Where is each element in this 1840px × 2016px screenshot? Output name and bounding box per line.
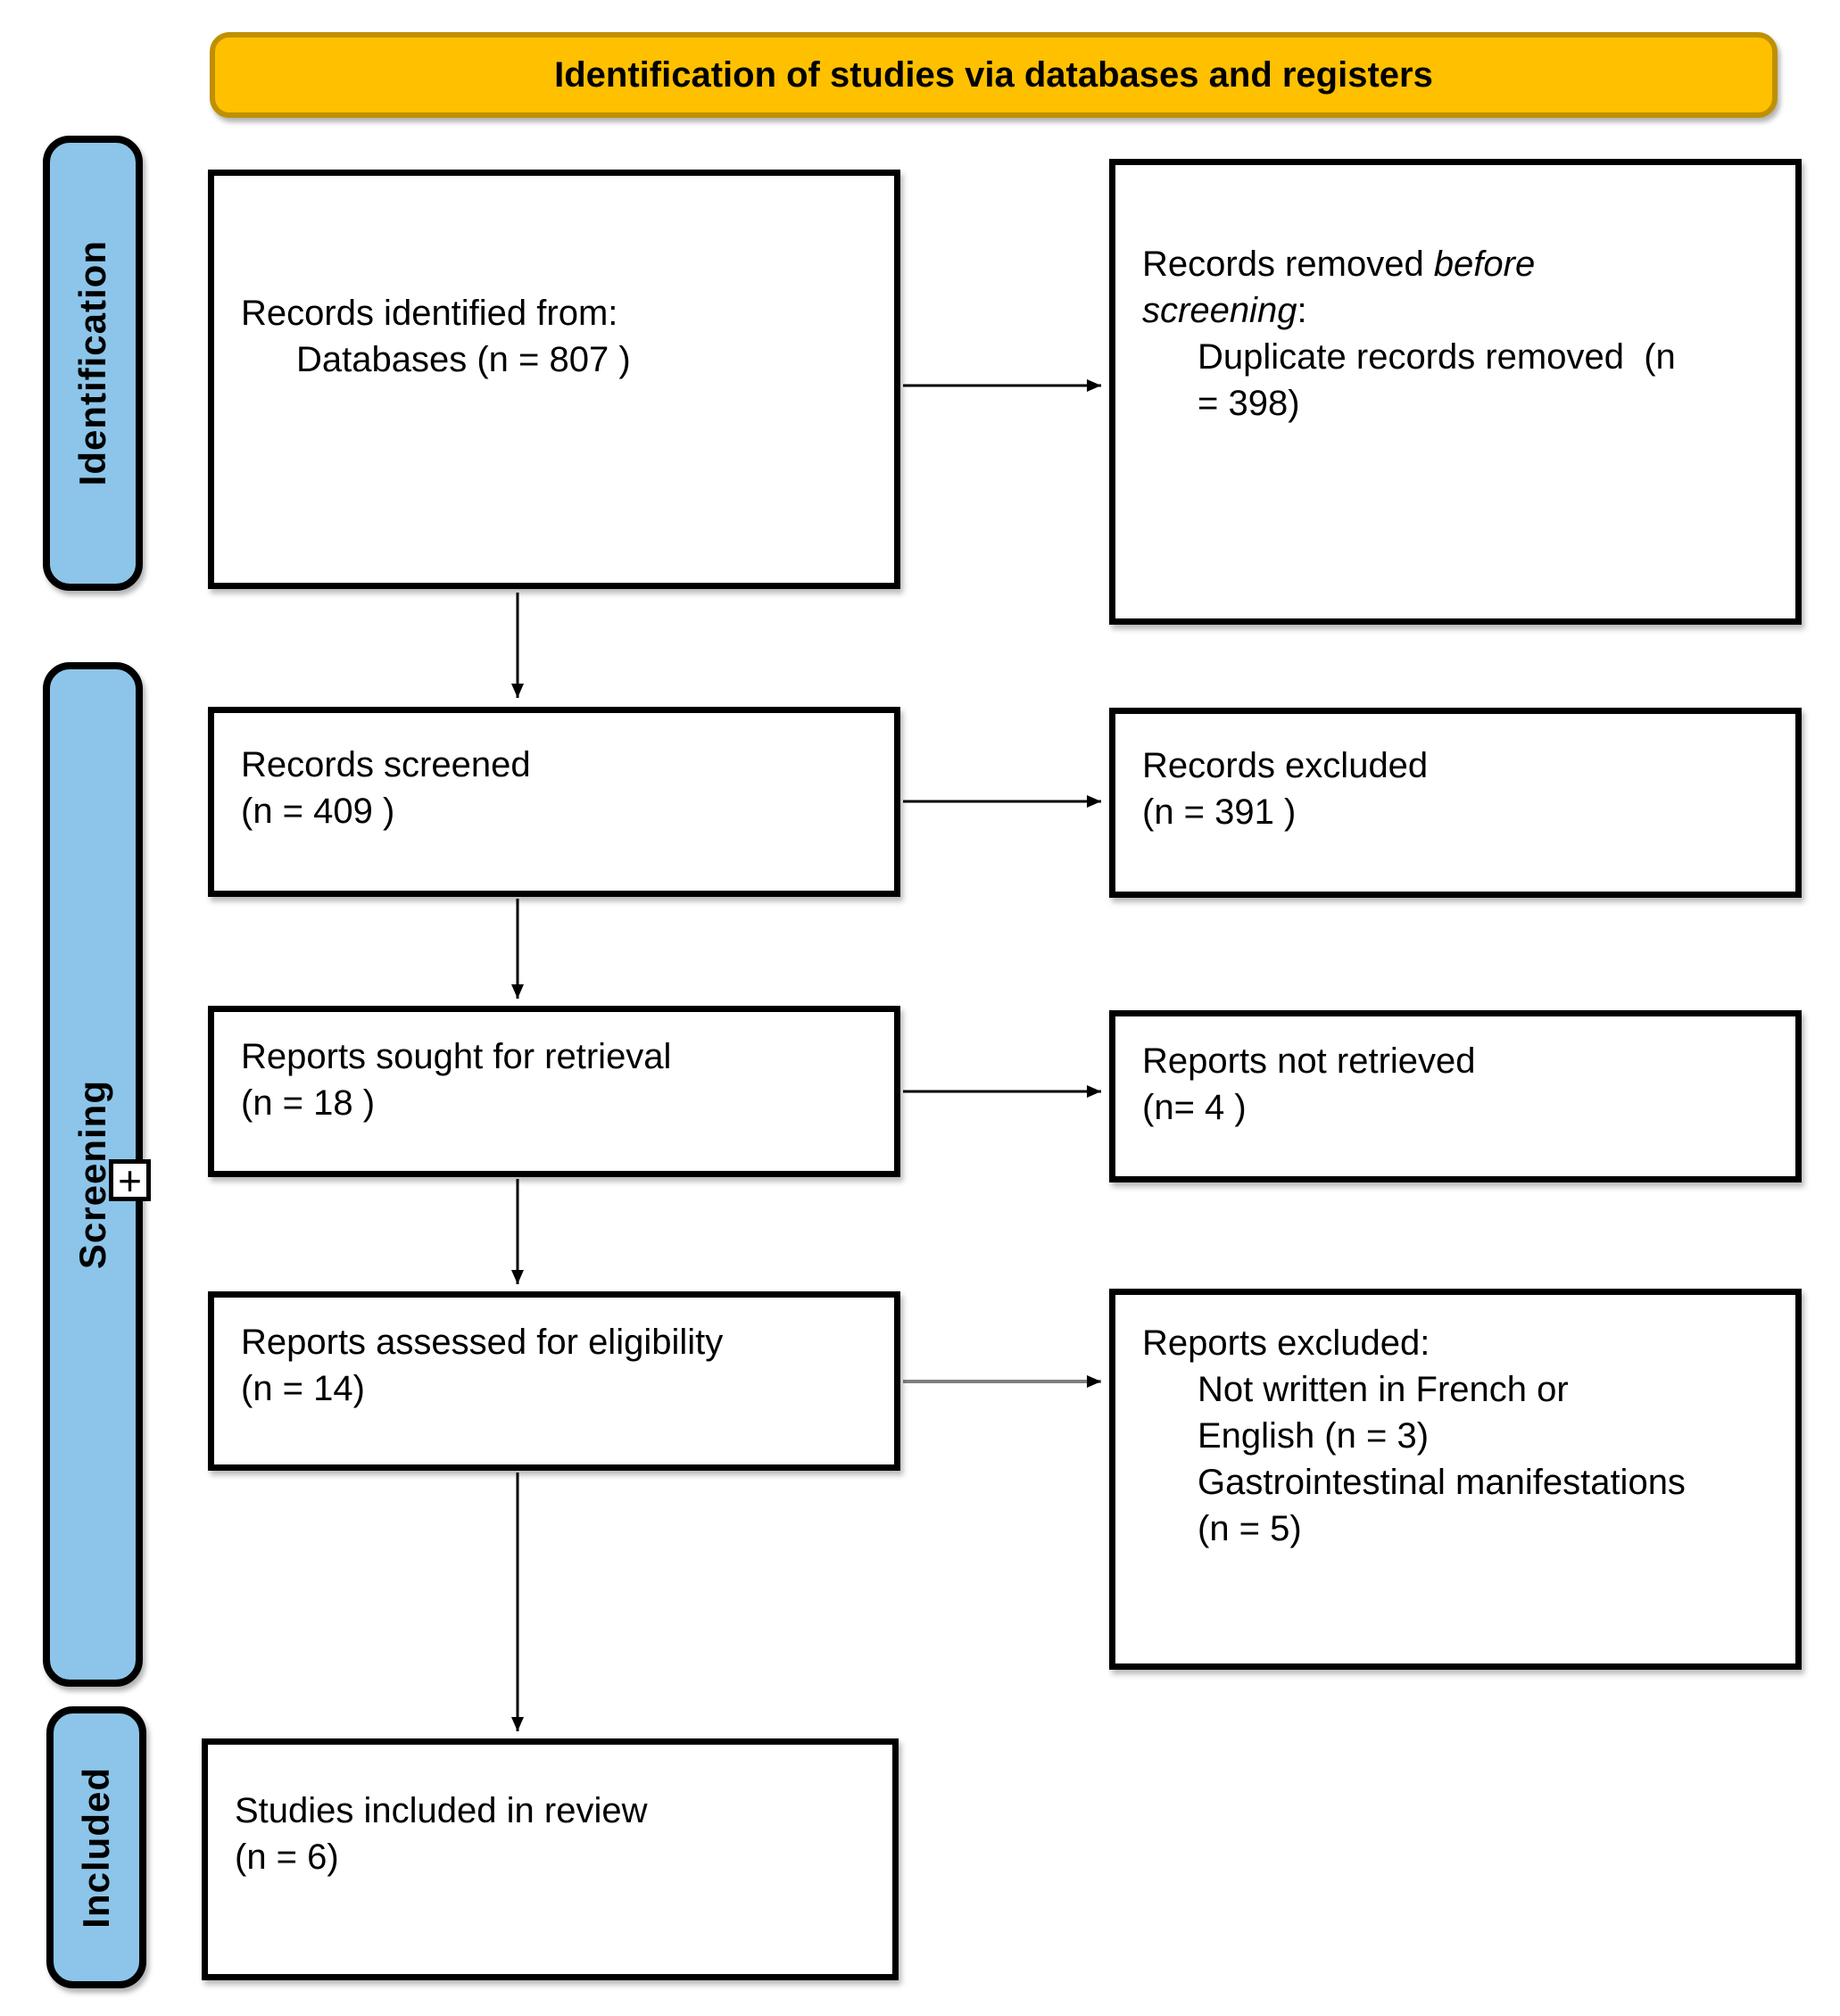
box-text-line: Records excluded [1142,746,1429,785]
box-text-line: Reports excluded: [1142,1323,1430,1363]
stage-bar-screening: Screening [43,662,143,1687]
box-text-line: Duplicate records removed (n [1198,337,1676,377]
diagram-title-banner: Identification of studies via databases … [210,32,1778,118]
box-text-line: screening: [1142,291,1307,330]
box-text-line: Records identified from: [241,294,618,333]
stage-label-identification: Identification [71,240,113,486]
box-text-line: Reports not retrieved [1142,1041,1476,1081]
box-text-line: Not written in French or [1198,1370,1569,1409]
stage-bar-included: Included [46,1706,146,1988]
box-records-excluded: Records excluded (n = 391 ) [1109,708,1802,898]
box-text-line: Reports assessed for eligibility [241,1323,724,1362]
box-records-removed-before-screening: Records removed before screening: Duplicat… [1109,159,1802,625]
box-reports-assessed: Reports assessed for eligibility (n = 14) [208,1291,900,1471]
plus-glyph: + [118,1157,142,1204]
box-text-line: Gastrointestinal manifestations [1198,1463,1686,1502]
box-reports-not-retrieved: Reports not retrieved (n= 4 ) [1109,1010,1802,1182]
expand-plus-icon[interactable]: + [109,1159,151,1201]
box-text-line: = 398) [1198,384,1300,423]
box-text-line: (n = 409 ) [241,792,395,831]
box-records-identified: Records identified from: Databases (n = 8… [208,170,900,589]
box-text-line: (n = 14) [241,1369,365,1408]
box-reports-sought: Reports sought for retrieval (n = 18 ) [208,1006,900,1177]
box-text-line: (n = 5) [1198,1509,1302,1548]
stage-label-screening: Screening [71,1079,113,1270]
box-text-line: Databases (n = 807 ) [296,340,631,379]
stage-bar-identification: Identification [43,136,143,591]
box-text-line: (n = 6) [235,1838,339,1877]
box-text-line: (n = 391 ) [1142,792,1297,832]
box-text-line: Reports sought for retrieval [241,1037,672,1076]
box-studies-included: Studies included in review (n = 6) [202,1738,899,1980]
box-reports-excluded: Reports excluded: Not written in French o… [1109,1289,1802,1670]
box-text-line: English (n = 3) [1198,1416,1430,1456]
stage-label-included: Included [75,1766,117,1929]
box-text-line: Records screened [241,745,531,784]
box-text-line: (n = 18 ) [241,1083,376,1123]
box-text-line: Records removed before [1142,245,1536,284]
box-text-line: Studies included in review [235,1791,648,1830]
box-text-line: (n= 4 ) [1142,1088,1247,1127]
box-records-screened: Records screened (n = 409 ) [208,707,900,897]
diagram-title: Identification of studies via databases … [554,54,1433,95]
